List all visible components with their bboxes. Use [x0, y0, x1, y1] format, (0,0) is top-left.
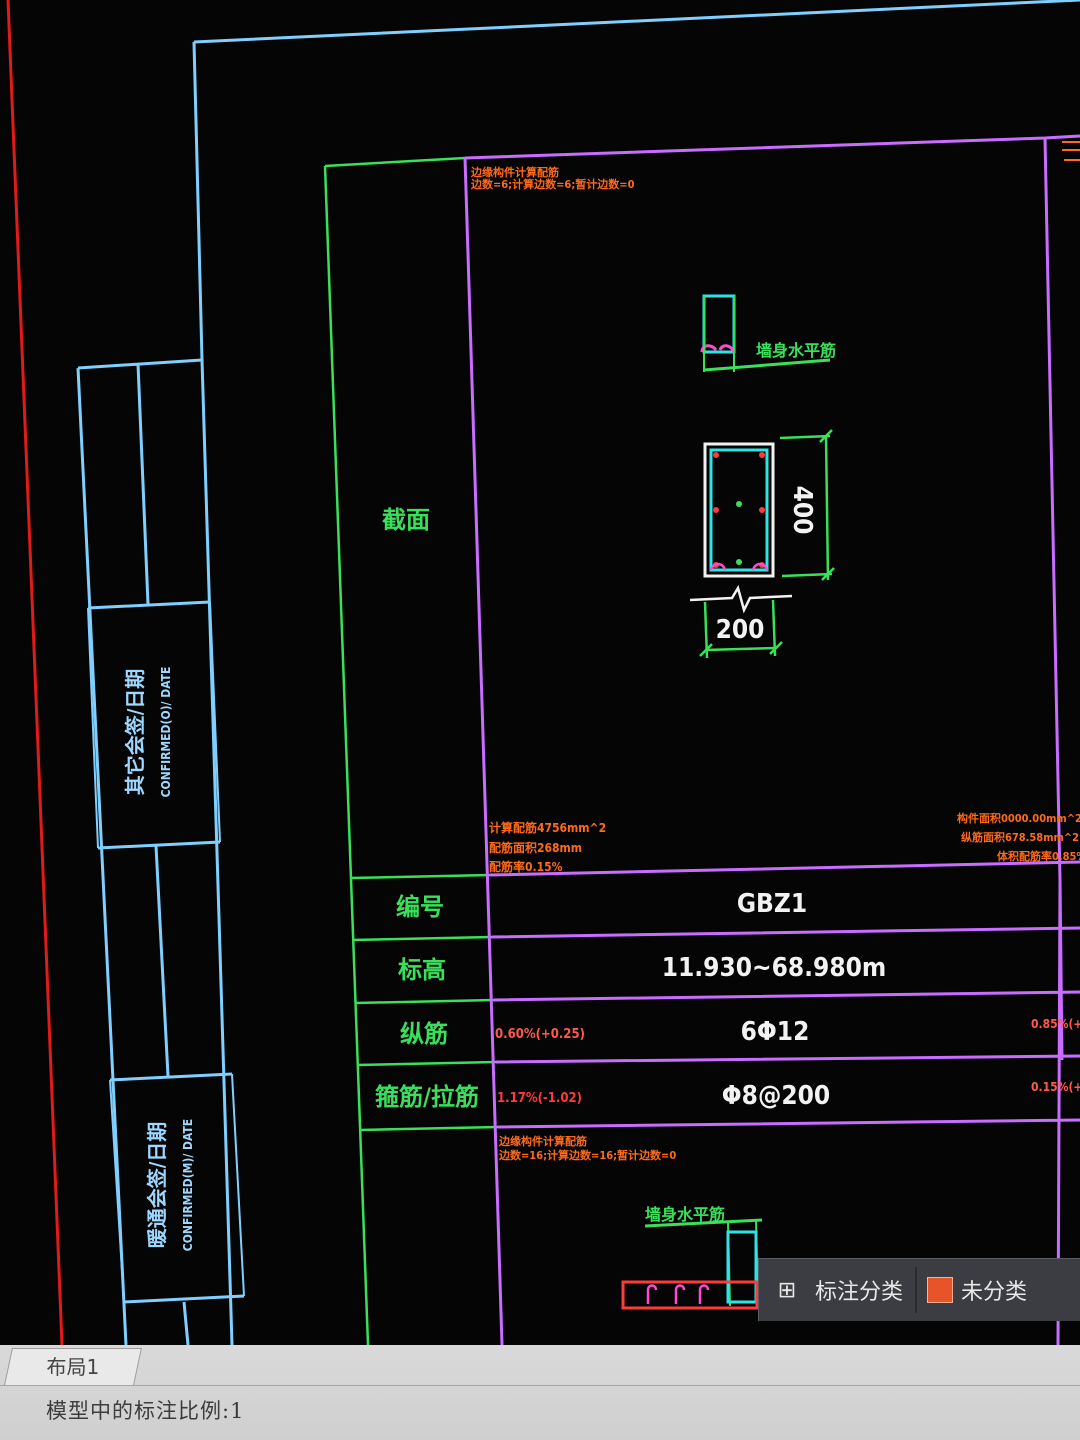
annotation-scale-status: 模型中的标注比例:1 — [46, 1399, 245, 1423]
table-frame-green — [323, 156, 499, 1345]
orange-note-top-1: 边缘构件计算配筋 — [470, 165, 559, 179]
orange-note-right-1: 构件面积0000.00mm^2 — [957, 811, 1080, 825]
panel-divider — [915, 1267, 918, 1313]
row-value-longitudinal: 6Φ12 — [741, 1017, 810, 1047]
section-header: 截面 — [382, 506, 430, 534]
title-block-label-1: 其它会签/日期 CONFIRMED(O)/ DATE — [123, 667, 173, 798]
orange-note-right-3: 体积配筋率0.85% — [997, 849, 1080, 863]
stirrup-left-note: 1.17%(-1.02) — [497, 1091, 582, 1106]
row-value-elevation: 11.930~68.980m — [662, 953, 887, 983]
status-bar: 布局1 模型中的标注比例:1 — [0, 1345, 1080, 1440]
green-label-bottom: 墙身水平筋 — [645, 1205, 725, 1224]
orange-note-bottom-1: 边缘构件计算配筋 — [498, 1134, 587, 1148]
row-header-elevation: 标高 — [398, 956, 446, 984]
table-frame-purple — [463, 134, 1080, 1345]
title-block-inner — [87, 601, 245, 1303]
tab-divider — [0, 1385, 1080, 1386]
unclassified-color-swatch[interactable] — [927, 1277, 954, 1303]
viewport-border-red — [6, 0, 64, 1345]
stirrup-right-note: 0.15%(+0.2 — [1031, 1080, 1080, 1094]
wall-rebar-detail-top: 墙身水平筋 — [700, 294, 836, 372]
wall-rebar-detail-bottom: 墙身水平筋 — [621, 1205, 763, 1310]
orange-note-bottom-2: 边数=16;计算边数=16;暂计边数=0 — [498, 1148, 676, 1162]
classify-label[interactable]: 标注分类 — [815, 1280, 904, 1305]
row-header-id: 编号 — [396, 893, 444, 921]
row-value-id: GBZ1 — [737, 889, 807, 919]
tab-layout1[interactable]: 布局1 — [4, 1348, 142, 1385]
longitudinal-right-note: 0.85%(+0 — [1031, 1017, 1080, 1031]
row-value-stirrup: Φ8@200 — [722, 1081, 830, 1111]
longitudinal-left-note: 0.60%(+0.25) — [495, 1027, 585, 1042]
annotation-classify-panel[interactable]: ⊞ 标注分类 未分类 — [758, 1258, 1080, 1321]
orange-note-top-2: 边数=6;计算边数=6;暂计边数=0 — [470, 177, 635, 191]
right-edge-fragments — [1062, 141, 1080, 161]
green-label-top: 墙身水平筋 — [756, 341, 836, 360]
title-block-label-2: 暖通会签/日期 CONFIRMED(M)/ DATE — [145, 1119, 195, 1251]
cad-drawing-canvas[interactable]: 其它会签/日期 CONFIRMED(O)/ DATE 暖通会签/日期 CONFI… — [0, 0, 1080, 1345]
dim-width: 200 — [716, 615, 765, 645]
dim-height: 400 — [787, 486, 817, 535]
row-header-stirrup: 箍筋/拉筋 — [375, 1083, 479, 1111]
title-block-1-cn: 其它会签/日期 — [123, 669, 147, 796]
title-block-1-en: CONFIRMED(O)/ DATE — [159, 667, 173, 798]
grid-icon[interactable]: ⊞ — [777, 1277, 797, 1303]
title-block-2-en: CONFIRMED(M)/ DATE — [181, 1119, 195, 1251]
orange-note-area: 计算配筋4756mm^2 — [489, 820, 606, 835]
tab-layout1-label[interactable]: 布局1 — [46, 1355, 100, 1379]
orange-note-area-2: 配筋面积268mm — [489, 840, 582, 855]
title-block-2-cn: 暖通会签/日期 — [145, 1122, 169, 1249]
column-section-drawing: 400 200 — [689, 429, 835, 659]
orange-note-right-2: 纵筋面积678.58mm^2 — [961, 830, 1079, 844]
unclassified-option[interactable]: 未分类 — [961, 1280, 1028, 1305]
orange-note-ratio: 配筋率0.15% — [489, 859, 563, 874]
row-header-longitudinal: 纵筋 — [400, 1020, 448, 1048]
title-block-strip — [76, 358, 245, 1345]
